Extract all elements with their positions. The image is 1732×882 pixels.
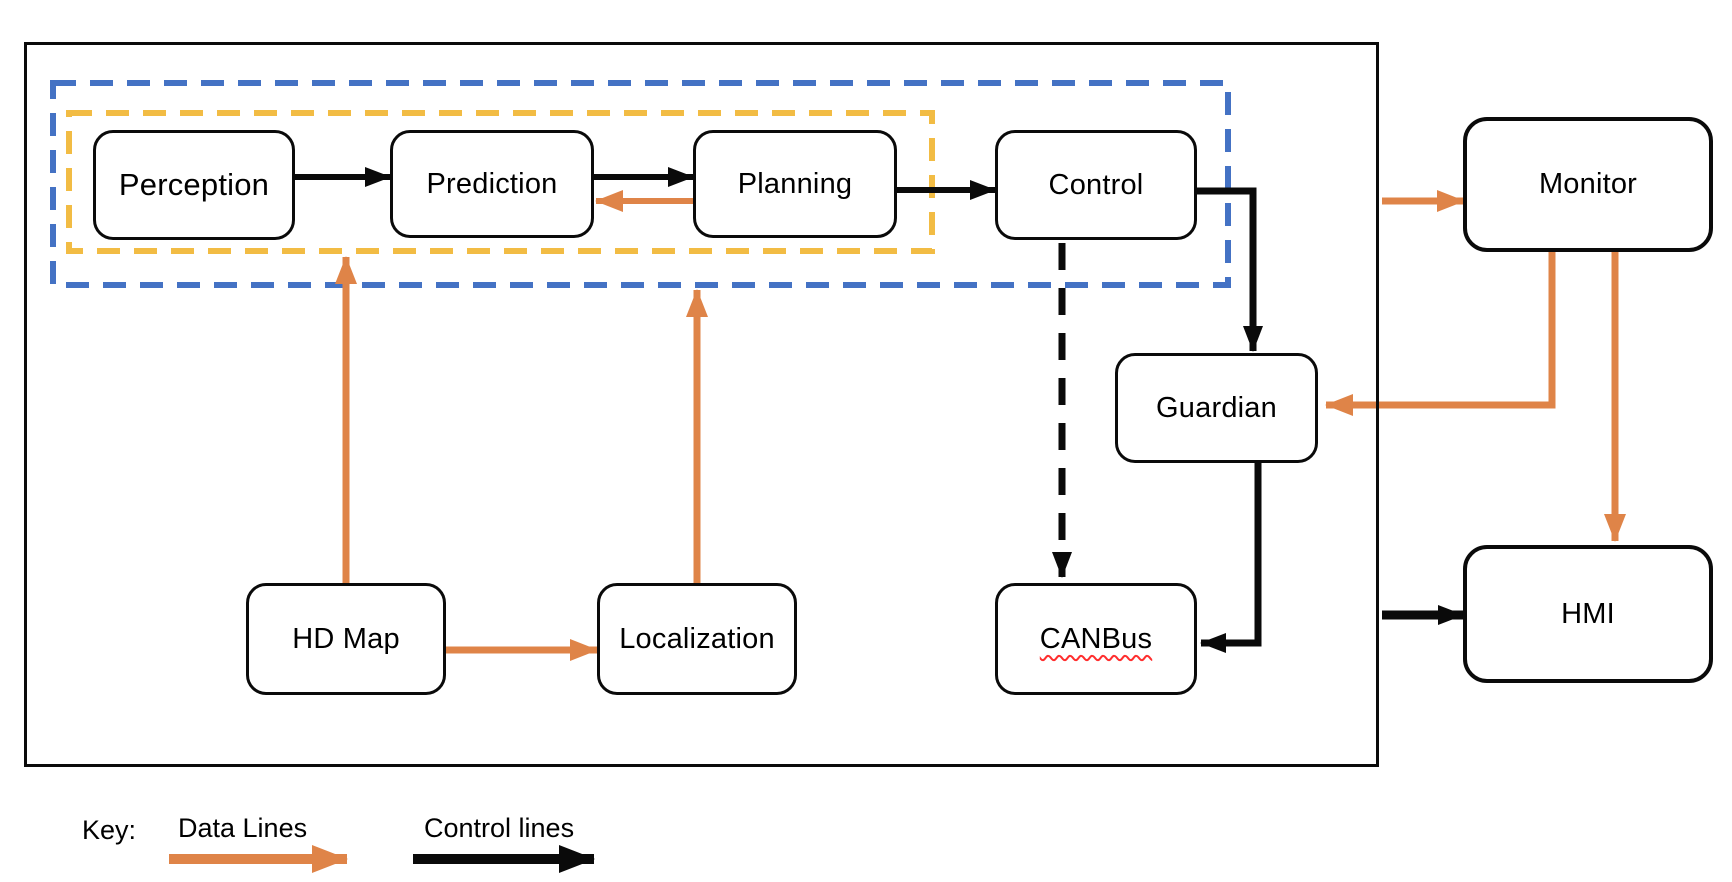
- node-perception: Perception: [93, 130, 295, 240]
- node-canbus: CANBus: [995, 583, 1197, 695]
- inner-group-frame: [66, 110, 935, 254]
- node-control-label: Control: [1048, 168, 1144, 201]
- node-guardian-label: Guardian: [1156, 391, 1277, 424]
- node-planning: Planning: [693, 130, 897, 238]
- node-perception-label: Perception: [118, 167, 270, 202]
- node-hd-map-label: HD Map: [292, 622, 400, 655]
- node-planning-label: Planning: [737, 167, 853, 200]
- arrow-guardian-to-canbus: [1200, 463, 1262, 653]
- arrow-control-to-guardian: [1197, 187, 1263, 352]
- node-localization: Localization: [597, 583, 797, 695]
- node-canbus-label: CANBus: [1039, 622, 1153, 655]
- node-monitor-label: Monitor: [1538, 168, 1638, 200]
- vehicle-system-boundary: [24, 42, 1379, 767]
- pipeline-group-frame: [50, 80, 1231, 288]
- node-prediction: Prediction: [390, 130, 594, 238]
- legend-key-label: Key:: [82, 815, 137, 845]
- arrow-monitor-to-guardian: [1325, 252, 1556, 416]
- node-hd-map: HD Map: [246, 583, 446, 695]
- legend-data-lines-label: Data Lines: [178, 813, 308, 843]
- legend-control-lines-label: Control lines: [424, 813, 575, 843]
- node-localization-label: Localization: [619, 622, 775, 655]
- node-control: Control: [995, 130, 1197, 240]
- node-prediction-label: Prediction: [426, 167, 558, 200]
- node-hmi: HMI: [1463, 545, 1713, 683]
- node-guardian: Guardian: [1115, 353, 1318, 463]
- node-hmi-label: HMI: [1561, 597, 1615, 630]
- node-monitor: Monitor: [1463, 117, 1713, 252]
